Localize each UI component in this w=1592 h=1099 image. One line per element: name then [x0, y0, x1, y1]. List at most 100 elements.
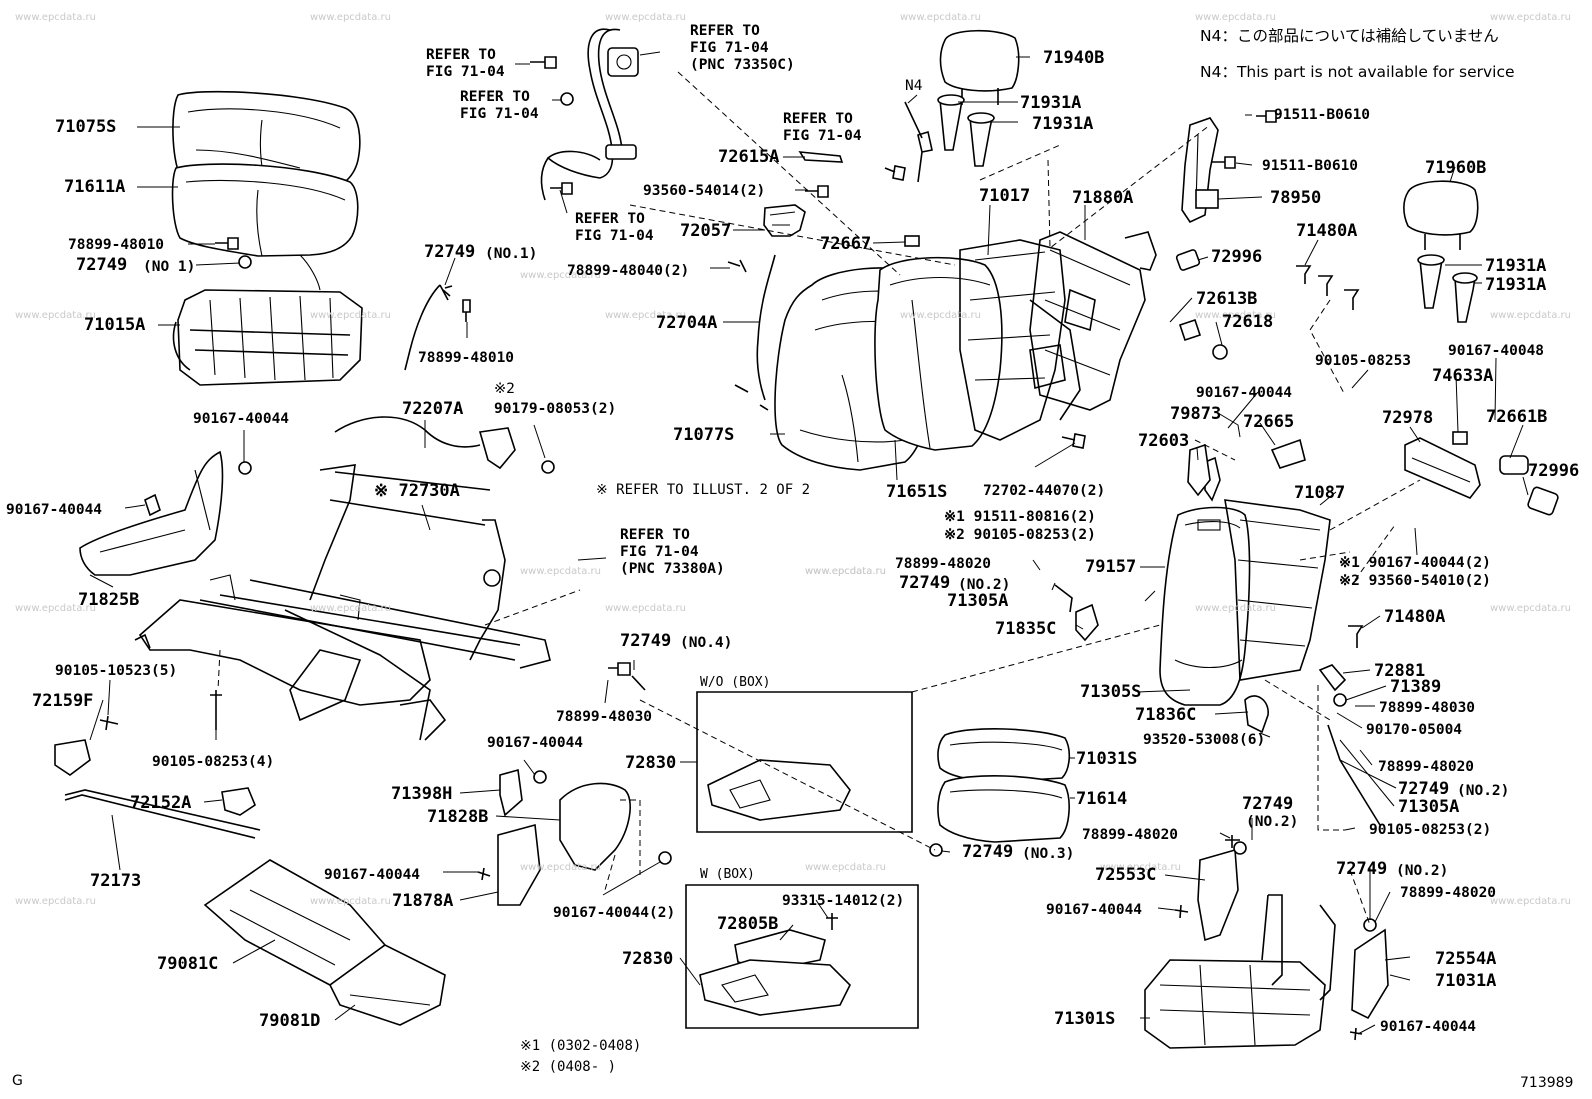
frame-71301S-drawing: [1144, 894, 1336, 1049]
part-72603-drawing: [1187, 443, 1211, 497]
part-label: 72996: [1211, 247, 1263, 267]
watermark: www.epcdata.ru: [605, 12, 686, 23]
seat-back-pad-drawing: [874, 256, 1003, 451]
part-label: 71614: [1076, 789, 1128, 809]
part-label: 93520-53008(6): [1143, 732, 1266, 748]
part-label: 90105-08253(4): [152, 754, 275, 770]
part-label: 72749: [1242, 794, 1294, 814]
part-label: N4: [905, 78, 923, 94]
part-label: 78899-48010: [418, 350, 515, 366]
cable-end-drawing: [734, 384, 769, 411]
n4-pin-drawing: [904, 101, 933, 183]
part-label: 71960B: [1425, 158, 1487, 178]
watermark: www.epcdata.ru: [1100, 862, 1181, 873]
watermark: www.epcdata.ru: [1490, 310, 1571, 321]
cap-72996-drawing: [1527, 486, 1559, 516]
footnote: ※1 (0302-0408): [520, 1038, 642, 1054]
part-label: 71075S: [55, 117, 117, 137]
part-71389-drawing: [1333, 693, 1347, 707]
watermark: www.epcdata.ru: [310, 12, 391, 23]
box-label-wo: W/O (BOX): [700, 675, 771, 690]
part-label: 71611A: [64, 177, 126, 197]
cover-72553C-drawing: [1197, 848, 1239, 942]
footnote: ※2 (0408- ): [520, 1059, 617, 1075]
console-72830-b-drawing: [699, 959, 851, 1016]
part-label: 72152A: [130, 793, 192, 813]
part-label-suffix: (NO.3): [1022, 846, 1075, 862]
headrest-71960B-drawing: [1403, 180, 1479, 323]
corner-code-right: 713989: [1520, 1075, 1574, 1091]
part-label-suffix: (NO.1): [485, 246, 538, 262]
note-jp: N4：この部品については補給していません: [1200, 27, 1499, 45]
part-label: 78899-48020: [1400, 885, 1497, 901]
part-label: 71931A: [1032, 114, 1094, 134]
part-71836C-drawing: [1244, 695, 1269, 734]
corner-code-left: G: [12, 1073, 23, 1089]
watermark: www.epcdata.ru: [805, 566, 886, 577]
part-label: 90105-08253: [1315, 353, 1412, 369]
watermark: www.epcdata.ru: [1490, 12, 1571, 23]
part-label: 90167-40044: [487, 735, 584, 751]
part-label: 72749: [962, 842, 1014, 862]
cable-72704A-drawing: [756, 254, 776, 401]
part-label: 72978: [1382, 408, 1434, 428]
watermark: www.epcdata.ru: [1195, 603, 1276, 614]
cable-72207A-drawing: [334, 416, 481, 448]
watermark: www.epcdata.ru: [520, 862, 601, 873]
box-w-frame: [685, 884, 919, 1029]
part-label: 71651S: [886, 482, 948, 502]
part-label: 93560-54014(2): [643, 183, 766, 199]
part-label: 71835C: [995, 619, 1057, 639]
note-en: N4：This part is not available for servic…: [1200, 63, 1515, 81]
seat-belt-drawing: [540, 28, 639, 201]
part-label: 90167-40044: [1196, 385, 1293, 401]
cover-71828B-drawing: [559, 782, 631, 871]
part-label: 72615A: [718, 147, 780, 167]
seat-back-79157-drawing: [1159, 506, 1251, 706]
part-label: 93315-14012(2): [782, 893, 905, 909]
part-74633A-drawing: [1452, 431, 1468, 445]
watermark: www.epcdata.ru: [15, 603, 96, 614]
rod-71305A-drawing: [1327, 724, 1381, 826]
cover-72978-drawing: [1404, 437, 1481, 499]
headrest-guides-drawing: [937, 94, 995, 167]
refer-text: REFER TO: [460, 89, 530, 105]
part-label: 71940B: [1043, 48, 1105, 68]
headrest-71940B-drawing: [939, 29, 1020, 105]
part-label: 78899-48020: [895, 556, 992, 572]
part-label: 72996: [1528, 461, 1580, 481]
box-label-w: W (BOX): [700, 867, 755, 882]
watermark: www.epcdata.ru: [605, 603, 686, 614]
part-label-suffix: (NO.4): [680, 635, 733, 651]
bolt-n4-drawing: [884, 165, 906, 181]
part-label: 72173: [90, 871, 142, 891]
refer-text: REFER TO: [690, 23, 760, 39]
refer-text: (PNC 73380A): [620, 561, 725, 577]
cushion-71031S-drawing: [937, 728, 1071, 783]
part-label: 71480A: [1384, 607, 1446, 627]
part-label: 72553C: [1095, 865, 1157, 885]
part-label: 71398H: [391, 784, 453, 804]
part-label: 78899-48020: [1378, 759, 1475, 775]
part-label: 78899-48010: [68, 237, 165, 253]
part-label: 71931A: [1485, 256, 1547, 276]
part-label: 90167-40044: [193, 411, 290, 427]
part-label: 78899-48030: [1379, 700, 1476, 716]
part-label: 79081D: [259, 1011, 321, 1031]
watermark: www.epcdata.ru: [900, 310, 981, 321]
console-72830-a-drawing: [707, 759, 851, 821]
part-label: 72749: [424, 242, 476, 262]
part-label: 72207A: [402, 399, 464, 419]
watermark: www.epcdata.ru: [15, 310, 96, 321]
part-label-suffix: (NO 1): [143, 259, 196, 275]
part-label: 72704A: [656, 313, 718, 333]
part-label: 72749: [620, 631, 672, 651]
cover-79081D-drawing: [328, 944, 446, 1026]
part-label: 90167-40044: [1380, 1019, 1477, 1035]
part-label: 78950: [1270, 188, 1322, 208]
watermark: www.epcdata.ru: [310, 310, 391, 321]
refer-text: FIG 71-04: [783, 128, 862, 144]
wire-hook-drawing: [404, 284, 449, 371]
cover-72661B-drawing: [1499, 455, 1529, 475]
part-label: 72830: [622, 949, 674, 969]
